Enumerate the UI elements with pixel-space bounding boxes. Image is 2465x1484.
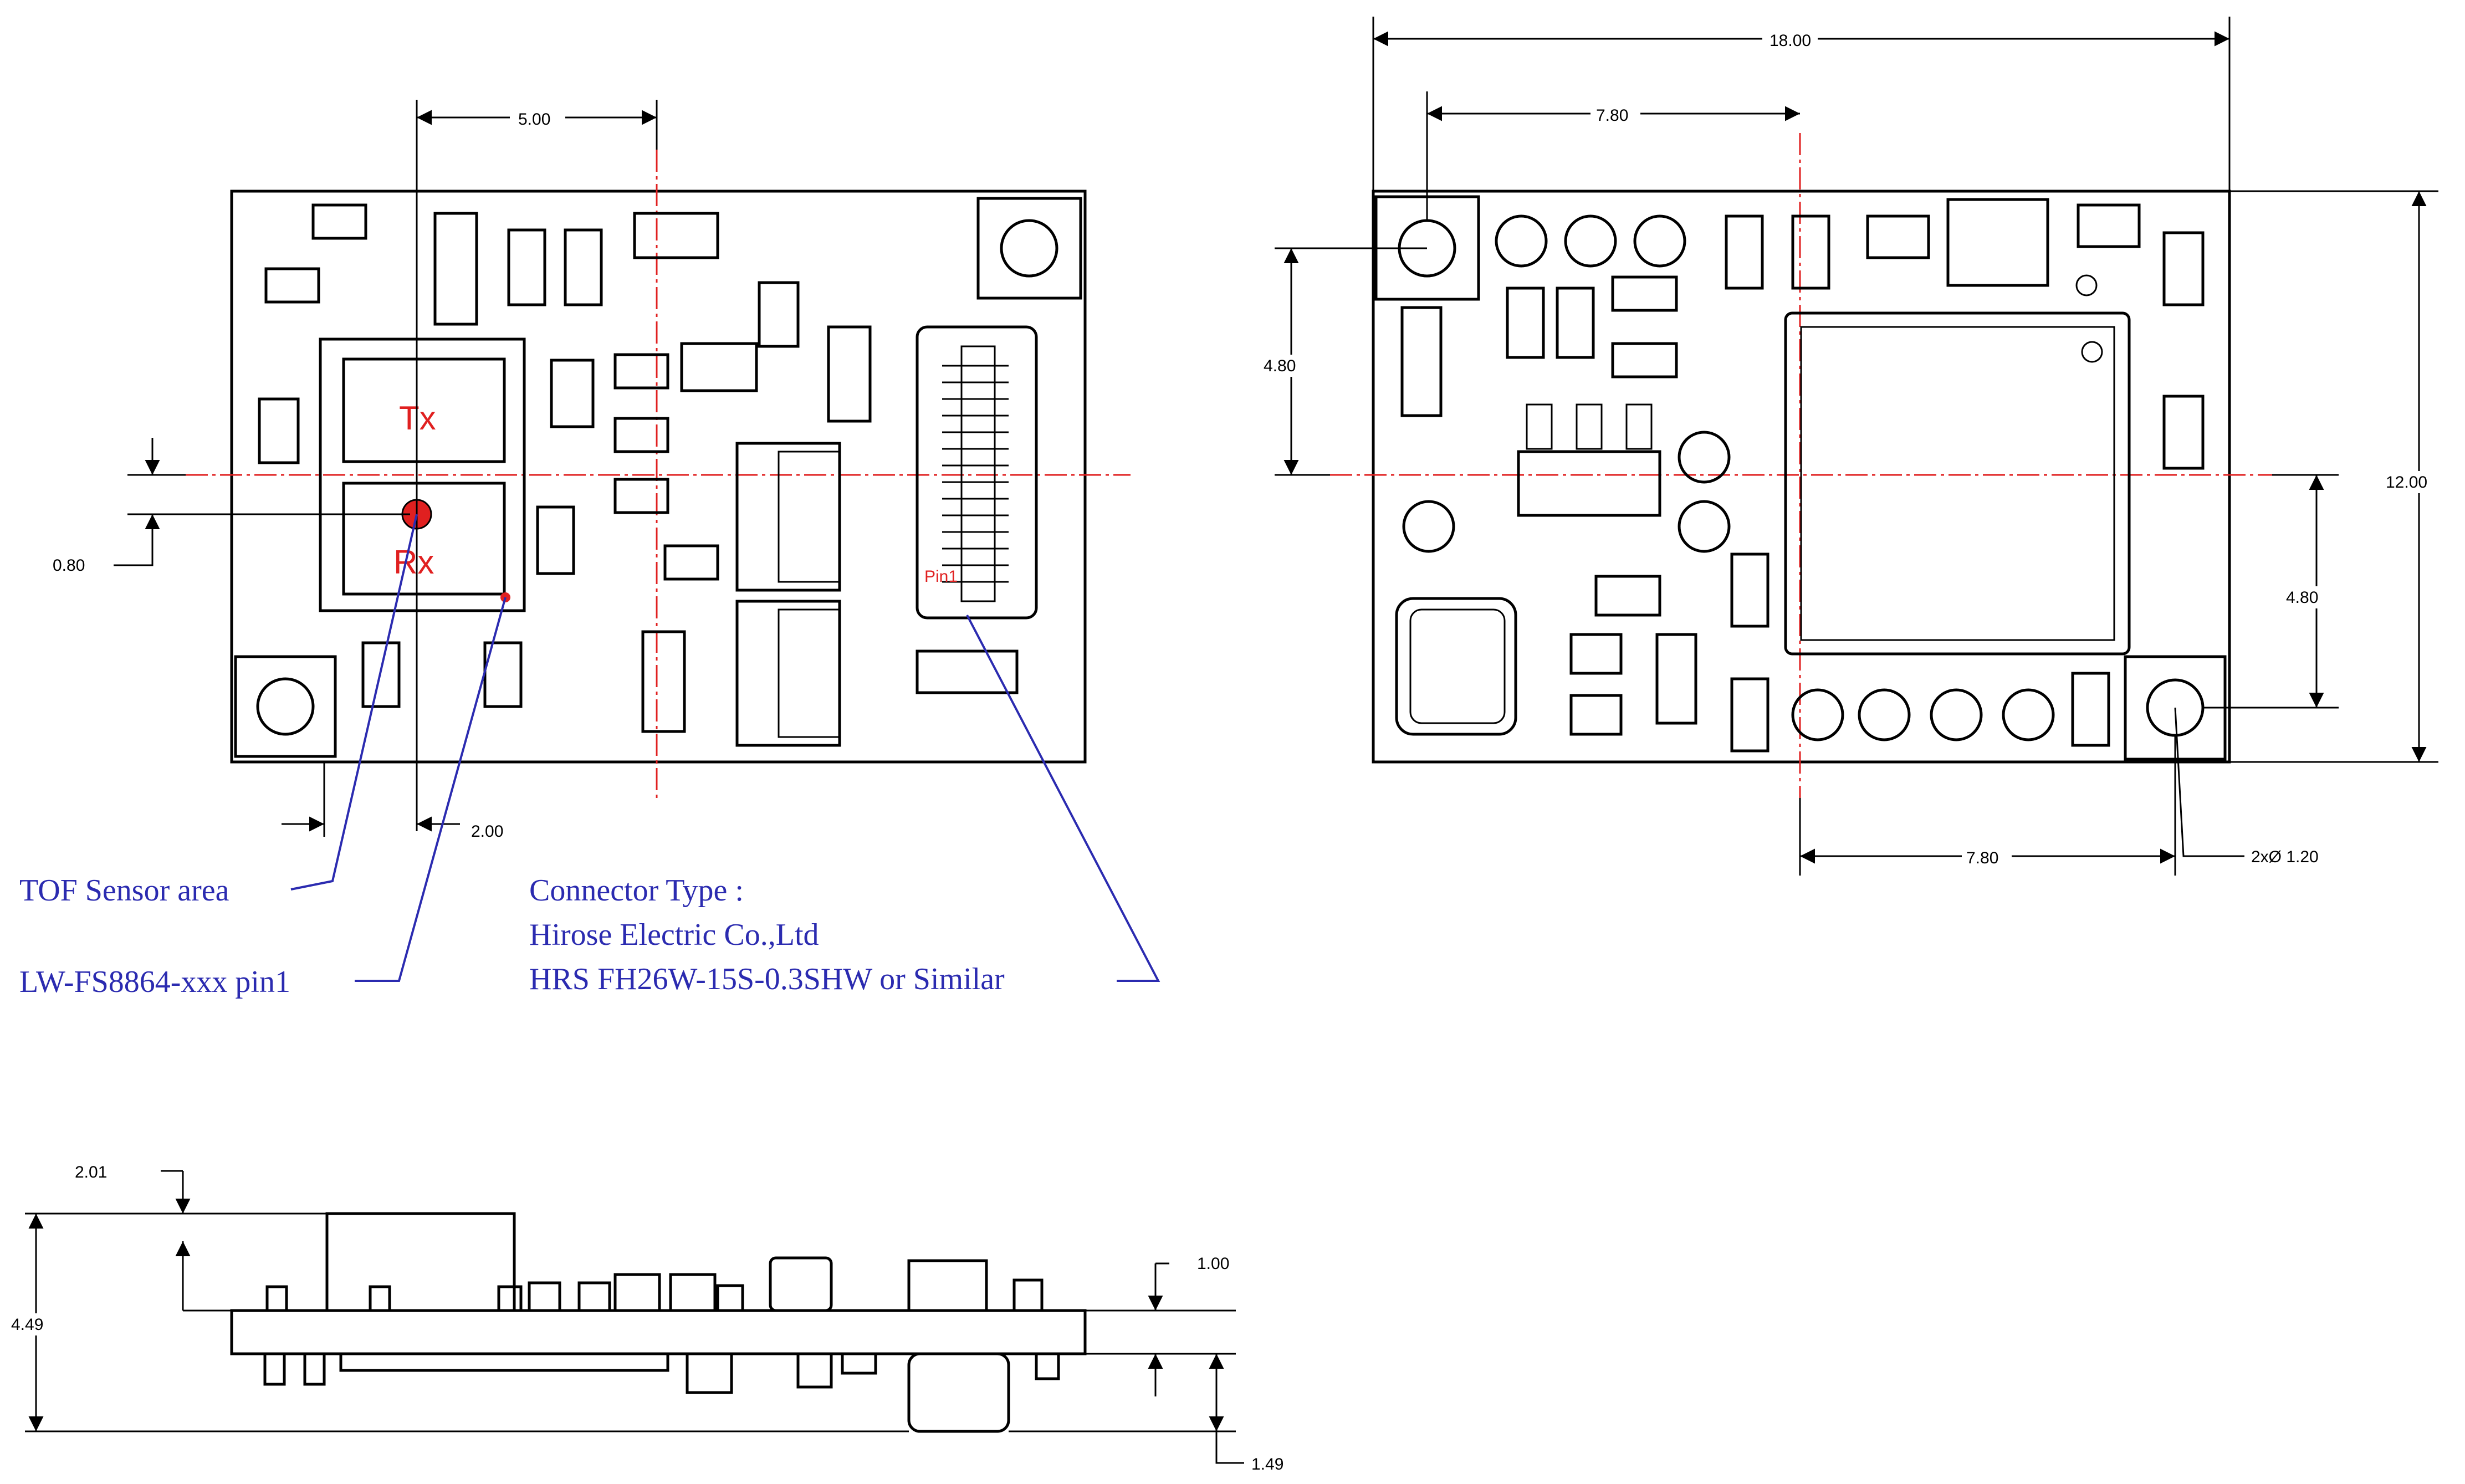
- dim-hole-pitch-top-label: 7.80: [1596, 106, 1628, 125]
- top-view: Tx Rx Pin1: [53, 100, 1131, 841]
- dim-bottom-height-label: 1.49: [1251, 1455, 1283, 1473]
- connector-part-label: HRS FH26W-15S-0.3SHW or Similar: [529, 962, 1005, 996]
- mcu-module: [1784, 274, 2131, 656]
- bottom-dim-hole-pitch-top: 7.80: [1426, 91, 1800, 222]
- dim-width-label: 18.00: [1770, 32, 1811, 50]
- top-passives: [258, 203, 1019, 733]
- tx-window: [342, 357, 506, 463]
- dim-hole-pitch-bottom-label: 7.80: [1966, 849, 1998, 867]
- bottom-passives: [1400, 203, 2205, 753]
- connector-type-label: Connector Type :: [529, 873, 744, 908]
- bottom-dim-height: 12.00: [2229, 190, 2455, 763]
- dim-sensor-gap-label: 0.80: [53, 556, 85, 575]
- top-dim-sensor-gap: 0.80: [53, 438, 410, 575]
- connector-pin1-label: Pin1: [924, 567, 958, 586]
- top-mount-hole-ur: [976, 197, 1082, 300]
- dim-total-height-label: 4.49: [11, 1316, 43, 1334]
- side-pcb: [230, 1309, 1087, 1355]
- side-dim-total-height: 4.49: [6, 1212, 909, 1432]
- rx-window: [342, 482, 506, 596]
- bottom-dim-hole-offset-right: 4.80: [2203, 474, 2344, 709]
- pin1-annotation-label: LW-FS8864-xxx pin1: [19, 965, 290, 999]
- dim-hole-offset-left-label: 4.80: [1264, 357, 1296, 375]
- bottom-dim-width: 18.00: [1372, 17, 2231, 191]
- top-regulator-2: [735, 600, 841, 747]
- rx-label: Rx: [393, 544, 434, 581]
- tof-sensor-area-label: TOF Sensor area: [19, 873, 229, 908]
- bottom-view: 18.00 7.80 7.80 12.00: [1258, 17, 2455, 876]
- side-bottom-components: [263, 1352, 1060, 1433]
- side-dim-bottom-height: 1.49: [1009, 1353, 1283, 1473]
- dim-hole-diameter-label: 2xØ 1.20: [2251, 848, 2319, 866]
- side-dim-component-height: 2.01: [75, 1163, 327, 1312]
- connector-maker-label: Hirose Electric Co.,Ltd: [529, 918, 819, 952]
- dim-hole-offset-right-label: 4.80: [2286, 589, 2318, 607]
- dim-pin-offset-label: 2.00: [471, 822, 503, 841]
- bottom-pads: [1402, 214, 2055, 741]
- dim-board-thickness-label: 1.00: [1197, 1255, 1229, 1273]
- top-dim-sensor-offset: 5.00: [416, 100, 658, 831]
- dim-height-label: 12.00: [2386, 473, 2427, 492]
- bottom-board-outline: [1372, 190, 2231, 764]
- top-mount-hole-ll: [234, 655, 337, 758]
- side-top-components: [265, 1212, 1044, 1312]
- dim-sensor-offset-label: 5.00: [518, 110, 550, 129]
- bottom-crystal: [1946, 198, 2049, 287]
- hirose-connector: Pin1: [916, 325, 1038, 620]
- top-dim-pin-offset: 2.00: [282, 762, 503, 841]
- bottom-dim-hole-diameter: 2xØ 1.20: [2174, 707, 2319, 866]
- tof-sensor-leader: [290, 514, 418, 891]
- side-dim-board-thickness: 1.00: [1085, 1255, 1236, 1396]
- top-regulator-1: [735, 442, 841, 592]
- dim-component-height-label: 2.01: [75, 1163, 107, 1181]
- connector-leader: [966, 615, 1160, 982]
- annotations: TOF Sensor area LW-FS8864-xxx pin1 Conne…: [19, 514, 1160, 999]
- side-view: 2.01 4.49 1.00 1.49: [6, 1163, 1283, 1473]
- pin1-leader: [355, 597, 507, 982]
- bottom-regulator: [1517, 403, 1661, 517]
- bottom-dim-hole-pitch-bottom: 7.80: [1799, 734, 2176, 876]
- bottom-inductor: [1395, 597, 1517, 736]
- top-board-outline: [230, 190, 1087, 764]
- bottom-dim-hole-offset-left: 4.80: [1258, 247, 1427, 476]
